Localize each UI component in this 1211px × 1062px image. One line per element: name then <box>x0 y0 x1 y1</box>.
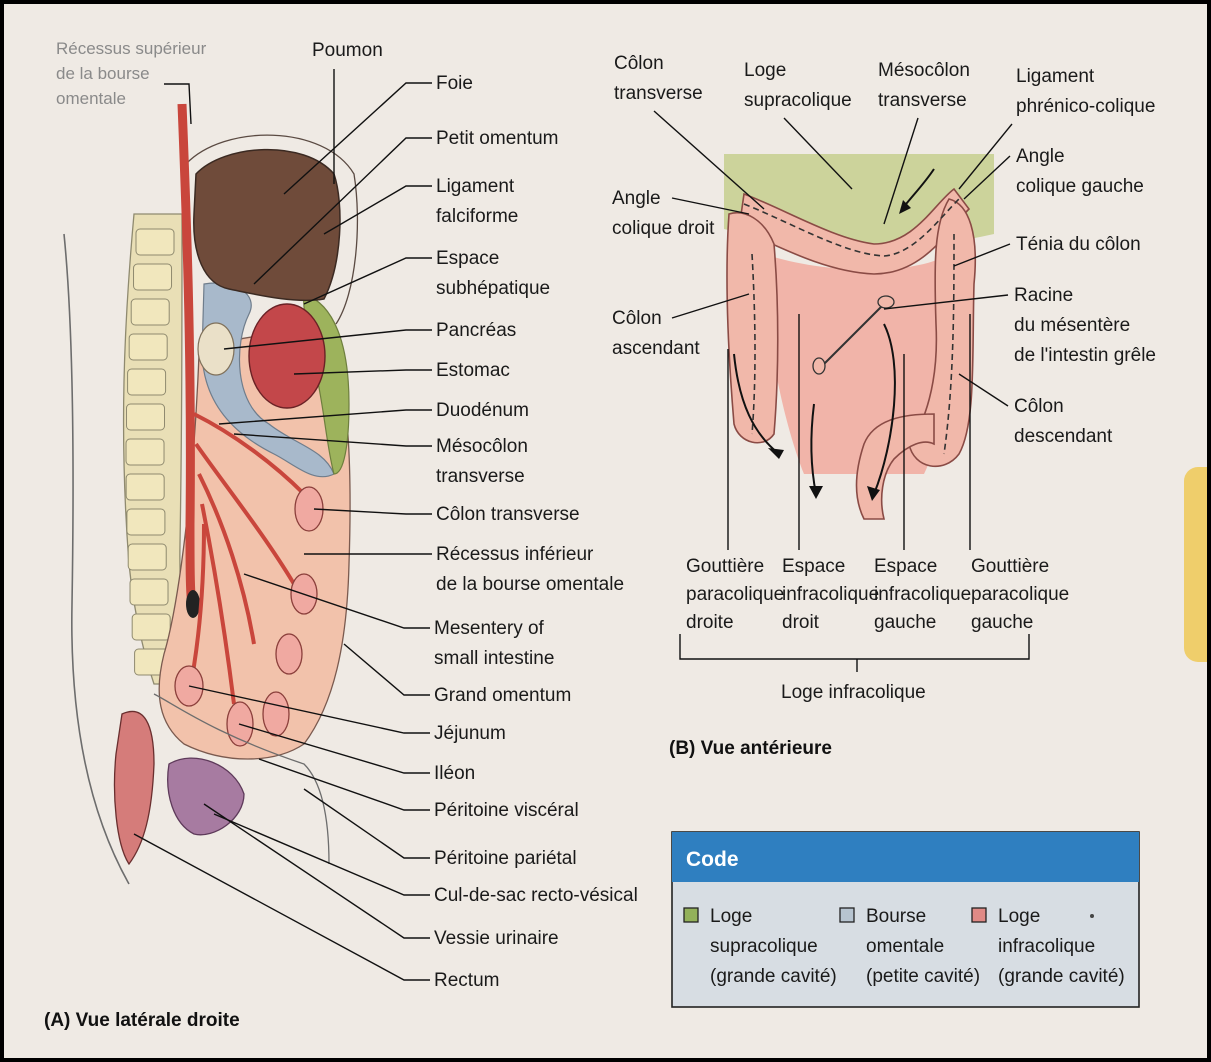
recess-superior-label-line1: Récessus supérieur <box>56 39 207 58</box>
recess-superior-label-line3: omentale <box>56 89 126 108</box>
pancreas-label: Pancréas <box>436 320 516 341</box>
page-tab-marker <box>1184 467 1207 662</box>
legend-item-3-line2: infracolique <box>998 936 1095 957</box>
ligament-falciforme-label-line1: Ligament <box>436 176 515 197</box>
infracolic-bracket-label: Loge infracolique <box>781 682 926 703</box>
jejunum-label: Jéjunum <box>434 723 506 744</box>
legend-item-1-line3: (grande cavité) <box>710 966 837 987</box>
legend-item-3-line1: Loge <box>998 906 1040 927</box>
mesocolon-transverse-label-line1: Mésocôlon <box>878 60 970 81</box>
ligament-phrenico-colique-label-line1: Ligament <box>1016 66 1095 87</box>
colon-transverse-label-line2: transverse <box>614 83 703 104</box>
loge-supracolique-label-line2: supracolique <box>744 90 852 111</box>
recessus-inferieur-de-la-bourse-omentale-label-line1: Récessus inférieur <box>436 544 594 565</box>
colon-descendant-label-line1: Côlon <box>1014 396 1064 417</box>
top-left-label: Récessus supérieur de la bourse omentale <box>56 39 207 108</box>
colon-transverse-label-line1: Côlon <box>614 53 664 74</box>
gouttiere-paracolique-gauche-label-line2: paracolique <box>971 584 1069 605</box>
vessie-urinaire-label: Vessie urinaire <box>434 928 559 949</box>
gouttiere-paracolique-gauche-label-line1: Gouttière <box>971 556 1049 577</box>
espace-infracolique-gauche-label-line3: gauche <box>874 612 936 633</box>
legend-item-1-line2: supracolique <box>710 936 818 957</box>
mesocolon-transverse-label-line1: Mésocôlon <box>436 436 528 457</box>
legend-item-2-line2: omentale <box>866 936 944 957</box>
gouttiere-paracolique-gauche-label-line3: gauche <box>971 612 1033 633</box>
rectum-label: Rectum <box>434 970 499 991</box>
gouttiere-paracolique-droite-label-line3: droite <box>686 612 734 633</box>
mesentery-of-small-intestine-label-line2: small intestine <box>434 648 554 669</box>
figure-a-caption: (A) Vue latérale droite <box>44 1010 240 1031</box>
foie-label: Foie <box>436 73 473 94</box>
espace-infracolique-droit-label-line2: infracolique <box>782 584 879 605</box>
infracolic-bracket <box>680 634 1029 672</box>
aorta-section <box>186 590 200 618</box>
loge-supracolique-label-line1: Loge <box>744 60 786 81</box>
colon-transverse-label: Côlon transverse <box>436 504 580 525</box>
espace-infracolique-gauche-label-line1: Espace <box>874 556 937 577</box>
liver <box>194 150 340 301</box>
legend-swatch-3 <box>972 908 986 922</box>
gouttiere-paracolique-droite-label-line1: Gouttière <box>686 556 764 577</box>
legend-title: Code <box>686 848 739 871</box>
espace-infracolique-gauche-label-line2: infracolique <box>874 584 971 605</box>
racine-du-mesentere-de-l-intestin-grele-label-line1: Racine <box>1014 285 1073 306</box>
espace-infracolique-droit-label-line1: Espace <box>782 556 845 577</box>
cul-de-sac-recto-vesical-label: Cul-de-sac recto-vésical <box>434 885 638 906</box>
colon-ascendant-label-line2: ascendant <box>612 338 700 359</box>
colon-ascendant-label-line1: Côlon <box>612 308 662 329</box>
espace-subhepatique-label-line1: Espace <box>436 248 499 269</box>
legend-item-2-line1: Bourse <box>866 906 926 927</box>
grand-omentum-label: Grand omentum <box>434 685 571 706</box>
poumon-label: Poumon <box>312 40 383 61</box>
ileon-label: Iléon <box>434 763 475 784</box>
ligament-phrenico-colique-label-line2: phrénico-colique <box>1016 96 1155 117</box>
legend-item-2-line3: (petite cavité) <box>866 966 980 987</box>
legend-swatch-2 <box>840 908 854 922</box>
figure-b-caption: (B) Vue antérieure <box>669 738 832 759</box>
legend-item-1-line1: Loge <box>710 906 752 927</box>
petit-omentum-label: Petit omentum <box>436 128 559 149</box>
racine-du-mesentere-de-l-intestin-grele-label-line2: du mésentère <box>1014 315 1130 336</box>
angle-colique-droit-label-line1: Angle <box>612 188 661 209</box>
peritoneal-cavity-diagram: Récessus supérieur de la bourse omentale… <box>4 4 1207 1058</box>
anatomy-figure-page: Récessus supérieur de la bourse omentale… <box>4 4 1207 1058</box>
racine-du-mesentere-de-l-intestin-grele-label-line3: de l'intestin grêle <box>1014 345 1156 366</box>
legend-swatch-1 <box>684 908 698 922</box>
duodenum-label: Duodénum <box>436 400 529 421</box>
color-code-legend: Code Loge supracolique (grande cavité) Bour… <box>672 832 1139 1007</box>
mesentery-of-small-intestine-label-line1: Mesentery of <box>434 618 545 639</box>
stomach <box>249 304 325 408</box>
peritoine-parietal-label: Péritoine pariétal <box>434 848 577 869</box>
lateral-view-illustration <box>64 69 432 980</box>
angle-colique-gauche-label-line2: colique gauche <box>1016 176 1144 197</box>
angle-colique-droit-label-line2: colique droit <box>612 218 715 239</box>
recessus-inferieur-de-la-bourse-omentale-label-line2: de la bourse omentale <box>436 574 624 595</box>
tenia-du-colon-label: Ténia du côlon <box>1016 234 1141 255</box>
espace-infracolique-droit-label-line3: droit <box>782 612 820 633</box>
legend-item-3-line3: (grande cavité) <box>998 966 1125 987</box>
mesocolon-transverse-label-line2: transverse <box>436 466 525 487</box>
colon-descendant-label-line2: descendant <box>1014 426 1113 447</box>
estomac-label: Estomac <box>436 360 510 381</box>
mesocolon-transverse-label-line2: transverse <box>878 90 967 111</box>
peritoine-visceral-label: Péritoine viscéral <box>434 800 579 821</box>
gouttiere-paracolique-droite-label-line2: paracolique <box>686 584 784 605</box>
recess-superior-label-line2: de la bourse <box>56 64 150 83</box>
aorta <box>182 104 192 604</box>
angle-colique-gauche-label-line1: Angle <box>1016 146 1065 167</box>
espace-subhepatique-label-line2: subhépatique <box>436 278 550 299</box>
ligament-falciforme-label-line2: falciforme <box>436 206 518 227</box>
legend-header <box>672 832 1139 882</box>
